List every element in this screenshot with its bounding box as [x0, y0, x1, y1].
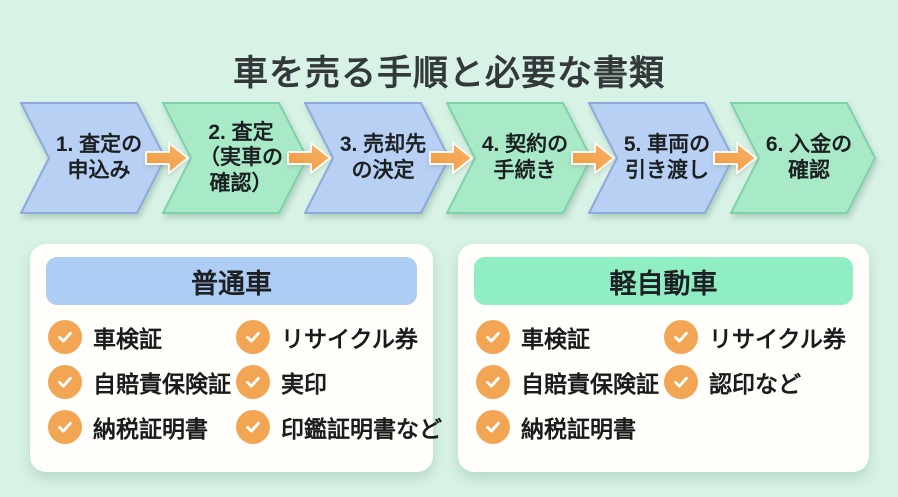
- card-regular-car: 普通車 車検証 リサイクル券 自賠責保険証 実印: [30, 244, 442, 472]
- checklist-item-label: 実印: [281, 371, 327, 397]
- flow-step-3: 3. 売却先 の決定: [304, 102, 450, 214]
- checklist-item-label: 車検証: [521, 326, 590, 352]
- checklist: 車検証 リサイクル券 自賠責保険証 認印など 納税証明書: [474, 319, 853, 445]
- right-arrow-icon: [143, 139, 191, 177]
- checklist: 車検証 リサイクル券 自賠責保険証 実印 納税証明書: [46, 319, 442, 445]
- chevron-shape-icon: [162, 102, 308, 214]
- chevron-shape-icon: [730, 102, 876, 214]
- check-icon: [236, 320, 270, 354]
- card-title: 普通車: [46, 257, 417, 305]
- checklist-item: 車検証: [476, 319, 658, 355]
- checklist-item-label: 納税証明書: [93, 416, 208, 442]
- checklist-item-label: 自賠責保険証: [521, 371, 659, 397]
- flow-step-label: 6. 入金の 確認: [765, 133, 853, 182]
- card-title: 軽自動車: [474, 257, 853, 305]
- checklist-item: 納税証明書: [48, 409, 230, 445]
- checklist-item: 印鑑証明書など: [236, 409, 442, 445]
- chevron-shape-icon: [588, 102, 734, 214]
- flow-step-label: 1. 査定の 申込み: [55, 133, 143, 182]
- checklist-item: 認印など: [664, 364, 851, 400]
- right-arrow-icon: [285, 139, 333, 177]
- checklist-item-label: リサイクル券: [709, 326, 846, 352]
- flow-step-label: 2. 査定 （実車の 確認）: [199, 120, 283, 195]
- check-icon: [48, 410, 82, 444]
- flow-step-4: 4. 契約の 手続き: [446, 102, 592, 214]
- checklist-item: リサイクル券: [236, 319, 442, 355]
- check-icon: [48, 365, 82, 399]
- flow-step-label: 5. 車両の 引き渡し: [623, 133, 711, 182]
- checklist-item: 実印: [236, 364, 442, 400]
- process-flow: 1. 査定の 申込み 2. 査定 （実車の 確認） 3. 売却先 の決定 4. …: [20, 102, 876, 214]
- chevron-shape-icon: [304, 102, 450, 214]
- right-arrow-icon: [427, 139, 475, 177]
- check-icon: [236, 365, 270, 399]
- check-icon: [236, 410, 270, 444]
- right-arrow-icon: [711, 139, 759, 177]
- checklist-item-label: 自賠責保険証: [93, 371, 231, 397]
- checklist-item-label: 印鑑証明書など: [281, 416, 442, 442]
- flow-step-6: 6. 入金の 確認: [730, 102, 876, 214]
- check-icon: [476, 365, 510, 399]
- checklist-item: 車検証: [48, 319, 230, 355]
- checklist-item: 自賠責保険証: [476, 364, 659, 400]
- checklist-item: 納税証明書: [476, 409, 658, 445]
- flow-step-1: 1. 査定の 申込み: [20, 102, 166, 214]
- checklist-item: 自賠責保険証: [48, 364, 231, 400]
- checklist-item-label: 納税証明書: [521, 416, 636, 442]
- document-cards: 普通車 車検証 リサイクル券 自賠責保険証 実印: [30, 244, 869, 472]
- check-icon: [476, 320, 510, 354]
- checklist-item-label: 認印など: [709, 371, 801, 397]
- checklist-item: リサイクル券: [664, 319, 851, 355]
- chevron-shape-icon: [446, 102, 592, 214]
- check-icon: [48, 320, 82, 354]
- flow-step-label: 4. 契約の 手続き: [481, 133, 569, 182]
- flow-step-2: 2. 査定 （実車の 確認）: [162, 102, 308, 214]
- page-title: 車を売る手順と必要な書類: [232, 54, 665, 94]
- check-icon: [476, 410, 510, 444]
- chevron-shape-icon: [20, 102, 166, 214]
- check-icon: [664, 320, 698, 354]
- checklist-item-label: リサイクル券: [281, 326, 418, 352]
- right-arrow-icon: [569, 139, 617, 177]
- check-icon: [664, 365, 698, 399]
- flow-step-label: 3. 売却先 の決定: [339, 133, 427, 182]
- flow-step-5: 5. 車両の 引き渡し: [588, 102, 734, 214]
- card-kei-car: 軽自動車 車検証 リサイクル券 自賠責保険証 認印など: [458, 244, 869, 472]
- checklist-item-label: 車検証: [93, 326, 162, 352]
